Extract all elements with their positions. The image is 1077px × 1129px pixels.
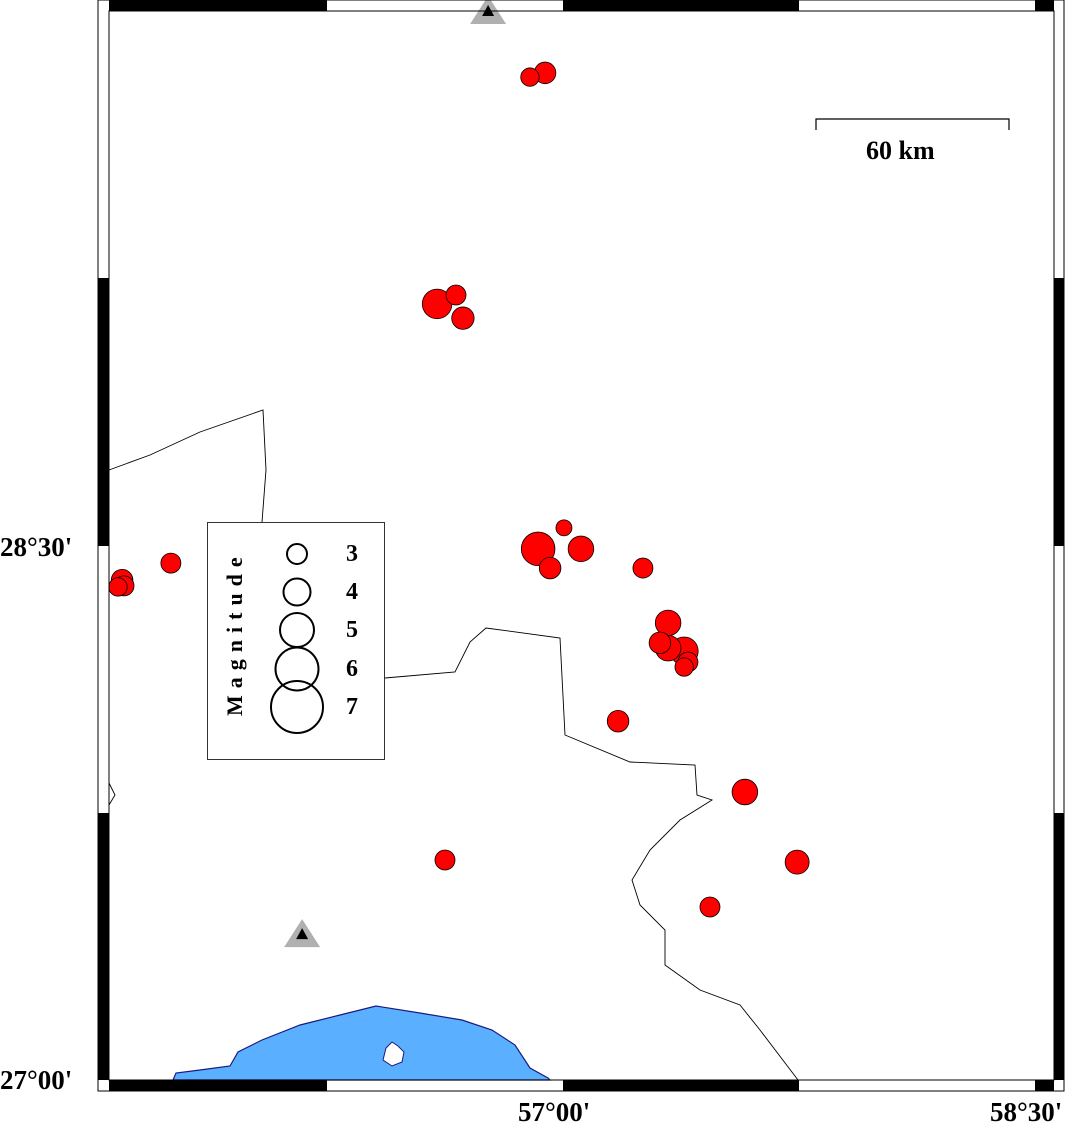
earthquake-event bbox=[520, 67, 540, 87]
legend-mag-4: 4 bbox=[346, 579, 358, 605]
seismic-stations bbox=[284, 0, 507, 948]
lon-label-58-30: 58°30' bbox=[990, 1097, 1063, 1127]
lat-label-27-00: 27°00' bbox=[0, 1065, 73, 1095]
map-frame bbox=[97, 0, 1065, 1092]
legend-mag-5: 5 bbox=[346, 617, 358, 643]
earthquake-event bbox=[674, 657, 694, 677]
magnitude-legend: Magnitude 3 4 5 6 7 bbox=[207, 522, 385, 760]
sea bbox=[172, 1005, 552, 1081]
earthquake-event bbox=[555, 519, 573, 537]
legend-circle-4 bbox=[282, 577, 312, 607]
legend-mag-6: 6 bbox=[346, 656, 358, 682]
earthquake-event bbox=[731, 778, 759, 806]
earthquake-event bbox=[699, 896, 721, 918]
earthquake-event bbox=[445, 284, 467, 306]
province-borders bbox=[108, 409, 799, 1081]
earthquake-event bbox=[648, 631, 672, 655]
legend-circle-3 bbox=[286, 543, 308, 565]
earthquake-event bbox=[632, 557, 654, 579]
legend-circle-5 bbox=[279, 612, 315, 648]
earthquake-event bbox=[520, 531, 556, 567]
lat-label-28-30: 28°30' bbox=[0, 532, 73, 562]
earthquake-event bbox=[784, 849, 810, 875]
island bbox=[382, 1041, 405, 1067]
legend-mag-3: 3 bbox=[346, 541, 358, 567]
lon-label-57-00: 57°00' bbox=[518, 1097, 591, 1127]
earthquake-event bbox=[567, 535, 595, 563]
station-triangle-icon bbox=[284, 919, 321, 948]
station-triangle-icon bbox=[470, 0, 507, 24]
scale-bar-label: 60 km bbox=[866, 136, 935, 165]
legend-circle-6 bbox=[274, 646, 320, 692]
earthquake-event bbox=[451, 306, 475, 330]
scale-bar bbox=[815, 118, 1010, 130]
earthquake-events bbox=[108, 61, 810, 918]
earthquake-event bbox=[160, 552, 182, 574]
legend-circle-7 bbox=[270, 680, 324, 734]
earthquake-event bbox=[606, 709, 630, 733]
legend-mag-7: 7 bbox=[346, 694, 358, 720]
earthquake-event bbox=[434, 849, 456, 871]
earthquake-event bbox=[538, 556, 562, 580]
earthquake-event bbox=[108, 577, 128, 597]
legend-symbols bbox=[270, 543, 324, 734]
